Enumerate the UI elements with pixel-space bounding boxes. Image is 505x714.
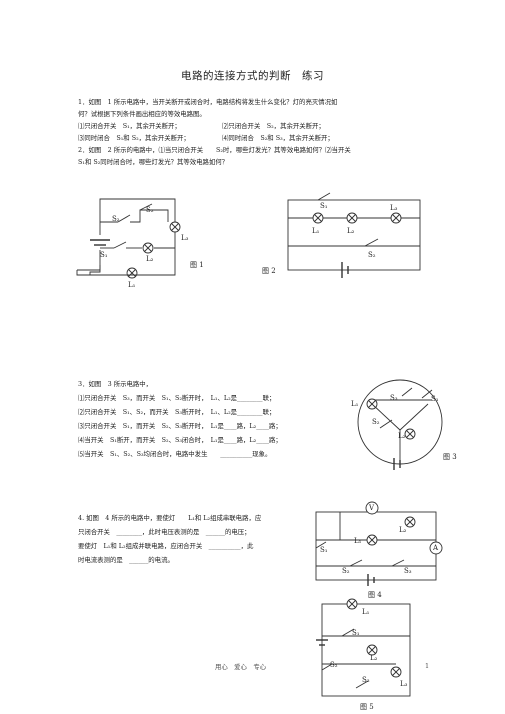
fig3-label-l1: L₁ xyxy=(351,400,359,408)
lamp-l3-fig5 xyxy=(390,666,402,678)
fig2-label-l1: L₁ xyxy=(312,227,320,235)
q2-line1: 2．如图 2 所示的电路中，⑴当只闭合开关 S₂时，哪些灯发光？其等效电路如何？… xyxy=(78,146,351,154)
figure-5-circuit xyxy=(316,598,411,697)
figure-1-circuit xyxy=(76,198,181,279)
q3-line4: ⑶只闭合开关 S₁，而开关 S₂、S₃断开时， L₁是____路，L₂____路… xyxy=(78,422,282,430)
lamp-l2-fig4 xyxy=(404,516,416,528)
figure-2-circuit xyxy=(287,192,421,278)
fig4-label-l2: L₂ xyxy=(399,526,407,534)
q3-line1: 3．如图 3 所示电路中， xyxy=(78,380,153,388)
lamp-l2-fig2 xyxy=(346,212,358,224)
fig5-caption: 图 5 xyxy=(360,703,374,711)
q4-line1: 4. 如图 4 所示的电路中，要使灯 L₁和 L₂组成串联电路，应 xyxy=(78,514,262,522)
fig4-label-v: V xyxy=(369,504,375,512)
fig1-label-s2: S₂ xyxy=(112,215,120,223)
fig2-label-s1: S₁ xyxy=(320,202,328,210)
q3-line2: ⑴只闭合开关 S₃，而开关 S₁、S₂断开时， L₁、L₂是________联； xyxy=(78,394,276,402)
q1-option2: ⑵只闭合开关 S₂，其余开关断开； xyxy=(222,122,325,130)
fig1-label-l2: L₂ xyxy=(146,255,154,263)
fig3-label-s1: S₁ xyxy=(431,395,439,403)
fig4-label-s3: S₃ xyxy=(404,567,412,575)
fig3-label-s3: S₃ xyxy=(390,394,398,402)
ammeter-fig4 xyxy=(429,541,443,555)
fig3-caption: 图 3 xyxy=(443,453,457,461)
lamp-l3-fig2 xyxy=(390,212,402,224)
fig2-label-l3: L₃ xyxy=(390,204,398,212)
lamp-l1-fig2 xyxy=(312,212,324,224)
fig1-label-s1: S₁ xyxy=(100,251,108,259)
fig5-label-l2: L₂ xyxy=(370,654,378,662)
fig5-label-l3: L₃ xyxy=(400,680,408,688)
q1-option3: ⑶同时闭合 S₁和 S₂，其余开关断开； xyxy=(78,134,190,142)
fig2-label-l2: L₂ xyxy=(347,227,355,235)
lamp-l3-fig1 xyxy=(169,221,181,233)
fig4-label-s1: S₁ xyxy=(320,546,328,554)
figure-4-circuit xyxy=(315,501,443,586)
fig1-label-l1: L₁ xyxy=(128,281,136,289)
q3-line3: ⑵只闭合开关 S₁、S₂，而开关 S₃断开时， L₁、L₂是________联； xyxy=(78,408,276,416)
fig5-label-s3: S₃ xyxy=(362,676,370,684)
fig4-label-a: A xyxy=(433,544,439,552)
fig5-label-s2: S₂ xyxy=(330,661,338,669)
fig5-label-l1: L₁ xyxy=(362,608,370,616)
fig3-label-l2: L₂ xyxy=(398,432,406,440)
q4-line3: 要使灯 L₁和 L₂组成并联电路，应闭合开关 __________，此 xyxy=(78,542,254,550)
lamp-l1-fig4 xyxy=(366,534,378,546)
q3-line6: ⑸当开关 S₁、S₂、S₃均闭合时，电路中发生 __________现象。 xyxy=(78,450,272,458)
figure-3-circuit xyxy=(357,379,443,470)
fig5-label-s1: S₁ xyxy=(352,629,360,637)
fig1-caption: 图 1 xyxy=(190,261,204,269)
q4-line4: 时电流表测的是 ______的电流。 xyxy=(78,556,174,564)
q4-line2: 只闭合开关 ________，此时电压表测的是 ______的电压； xyxy=(78,528,251,536)
fig4-label-s2: S₂ xyxy=(342,567,350,575)
fig4-caption: 图 4 xyxy=(368,591,382,599)
q3-line5: ⑷当开关 S₁断开，而开关 S₂、S₃闭合时， L₁是____路，L₂____路… xyxy=(78,436,282,444)
lamp-l1-fig3 xyxy=(366,398,378,410)
q2-line2: S₁和 S₂同时闭合时，哪些灯发光？其等效电路如何？ xyxy=(78,158,229,166)
lamp-l2-fig3 xyxy=(404,428,416,440)
fig2-label-s2: S₂ xyxy=(368,251,376,259)
fig3-label-s2: S₂ xyxy=(372,418,380,426)
fig1-label-l3: L₃ xyxy=(181,234,189,242)
lamp-l1-fig5 xyxy=(346,598,358,610)
lamp-l1-fig1 xyxy=(126,267,138,279)
lamp-l2-fig1 xyxy=(142,242,154,254)
fig2-caption: 图 2 xyxy=(262,267,276,275)
page-number: 1 xyxy=(425,662,430,670)
q1-line1: 1．如图 1 所示电路中，当开关断开或闭合时，电路结构将发生什么变化？灯的亮灭情… xyxy=(78,98,338,106)
page-title: 电路的连接方式的判断 练习 xyxy=(181,70,324,82)
q1-option1: ⑴只闭合开关 S₁，其余开关断开； xyxy=(78,122,181,130)
fig4-label-l1: L₁ xyxy=(354,537,362,545)
fig1-label-s2-top: S₂ xyxy=(146,206,154,214)
q1-option4: ⑷同时闭合 S₂和 S₃，其余开关断开； xyxy=(222,134,334,142)
lamp-l2-fig5 xyxy=(366,644,378,656)
footer-text: 用心 爱心 专心 xyxy=(215,663,267,671)
q1-line2: 何？试根据下列条件画出相应的等效电路图。 xyxy=(78,110,206,118)
voltmeter-fig4 xyxy=(365,501,379,515)
